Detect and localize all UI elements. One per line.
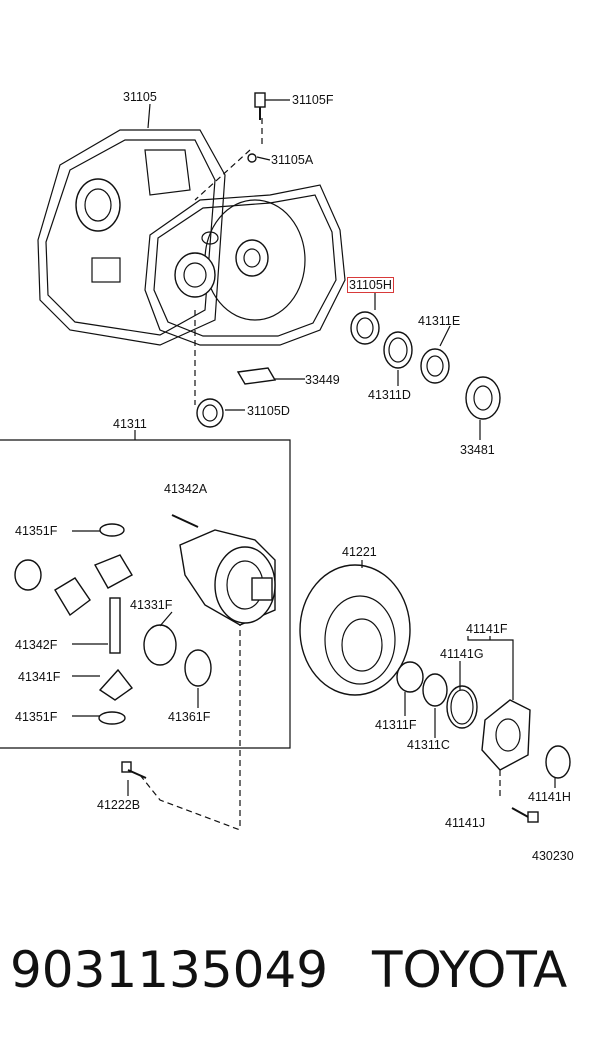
shim-41311D	[383, 331, 413, 369]
label-41141F: 41141F	[466, 622, 508, 636]
seal-31105D	[196, 398, 224, 428]
label-31105H-highlighted: 31105H	[347, 277, 394, 293]
label-31105F: 31105F	[292, 93, 334, 107]
pinion-41341F	[98, 668, 134, 701]
plate-33449	[236, 367, 277, 385]
figure-number: 430230	[532, 849, 574, 863]
label-31105D: 31105D	[247, 404, 290, 418]
washer-41351F-bot	[98, 711, 126, 725]
label-41141J: 41141J	[445, 816, 486, 830]
label-41311: 41311	[113, 417, 147, 431]
label-41351F-bottom: 41351F	[15, 710, 58, 724]
brand-text: TOYOTA	[372, 941, 568, 999]
label-41361F: 41361F	[168, 710, 211, 724]
label-41141H: 41141H	[528, 790, 571, 804]
case-flange	[144, 184, 346, 346]
label-41141G: 41141G	[440, 647, 484, 661]
oil-seal-31105H	[350, 311, 380, 345]
label-41341F: 41341F	[18, 670, 61, 684]
side-gear-41331F	[143, 624, 177, 666]
retainer-41141F	[481, 699, 531, 771]
side-gear-left	[54, 577, 91, 617]
seal-41141H	[545, 745, 571, 779]
plug-31105A	[247, 153, 257, 163]
ring-gear-41221	[299, 564, 411, 696]
bolt-41222B	[121, 761, 147, 779]
washer-41361F	[184, 649, 212, 687]
differential-group-box	[0, 430, 291, 749]
seal-33481	[465, 376, 501, 420]
bearing-41311F	[396, 661, 424, 693]
pin-41342A	[171, 514, 199, 528]
label-41221: 41221	[342, 545, 377, 559]
label-31105: 31105	[123, 90, 157, 104]
label-33481: 33481	[460, 443, 495, 457]
label-41311C: 41311C	[407, 738, 450, 752]
pinion-gear-top	[93, 554, 133, 589]
transaxle-housing	[37, 129, 226, 346]
label-41342F: 41342F	[15, 638, 58, 652]
shim-41311C	[422, 673, 448, 707]
label-41311F: 41311F	[375, 718, 417, 732]
washer-left	[14, 559, 42, 591]
bolt-41141J	[511, 807, 539, 823]
label-33449: 33449	[305, 373, 340, 387]
label-41342A: 41342A	[164, 482, 208, 496]
washer-41351F-top	[99, 523, 125, 537]
label-41351F-top: 41351F	[15, 524, 58, 538]
label-41331F: 41331F	[130, 598, 173, 612]
part-number-text: 9031135049	[10, 941, 329, 999]
label-41311D: 41311D	[368, 388, 411, 402]
bolt-31105F	[254, 92, 266, 120]
label-31105A: 31105A	[271, 153, 314, 167]
shaft-41342F	[109, 597, 121, 654]
bearing-41311E	[420, 348, 450, 384]
label-41222B: 41222B	[97, 798, 141, 812]
label-41311E: 41311E	[418, 314, 461, 328]
differential-case	[179, 529, 276, 626]
oring-41141G	[446, 685, 478, 729]
